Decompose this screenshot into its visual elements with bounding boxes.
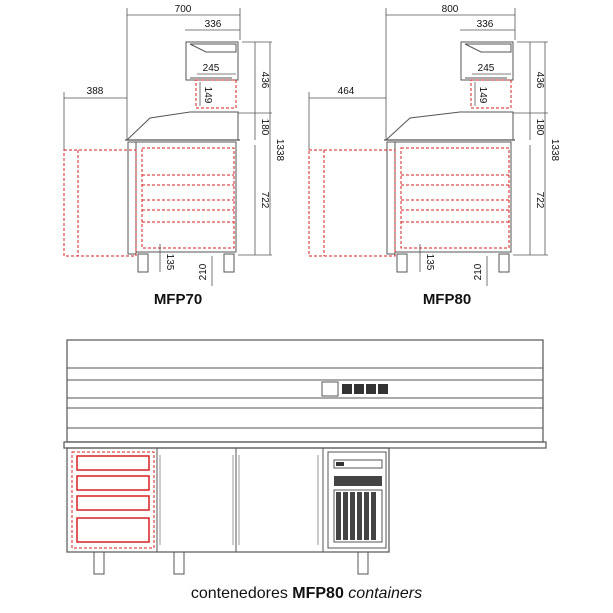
model-title-mfp80: MFP80 xyxy=(423,291,471,308)
display-frame xyxy=(66,339,544,443)
control-button xyxy=(342,384,352,394)
vent-top xyxy=(334,476,382,486)
dim-top-label: 336 xyxy=(477,19,494,30)
drawer-extended xyxy=(308,149,396,257)
glass-canopy xyxy=(464,43,512,53)
foot xyxy=(223,253,235,273)
cabinet-body xyxy=(135,141,237,253)
front-view xyxy=(63,339,547,575)
dim-total-label: 1338 xyxy=(274,139,285,162)
control-panel xyxy=(321,381,388,397)
container xyxy=(76,495,150,511)
foot xyxy=(498,253,510,273)
dim-drawer-label: 135 xyxy=(424,254,435,271)
foot xyxy=(93,551,105,575)
dim-top-label: 336 xyxy=(205,19,222,30)
control-button xyxy=(366,384,376,394)
dim-counter-label: 180 xyxy=(259,119,270,136)
caption-part1: contenedores xyxy=(190,585,293,602)
mfp70-side-view: 700 336 245 149 436 180 1338 722 388 xyxy=(63,4,285,308)
vent-slat xyxy=(336,492,341,540)
dim-pan-height-label: 149 xyxy=(202,87,213,104)
caption-part3: containers xyxy=(343,585,423,602)
machinery-unit xyxy=(327,451,387,549)
dim-pan-width-label: 245 xyxy=(203,63,220,74)
container xyxy=(76,517,150,543)
dim-total-label: 1338 xyxy=(549,139,560,162)
dim-body-label: 722 xyxy=(259,192,270,209)
vent-slat xyxy=(371,492,376,540)
dim-glass-height-label: 436 xyxy=(259,72,270,89)
gastronorm-pan xyxy=(470,79,512,109)
dim-pan-height-label: 149 xyxy=(477,87,488,104)
caption: contenedores MFP80 containers xyxy=(0,585,613,603)
model-title-mfp70: MFP70 xyxy=(154,291,202,308)
caption-model: MFP80 xyxy=(292,585,344,602)
cabinet-front xyxy=(66,447,390,553)
dim-counter-label: 180 xyxy=(534,119,545,136)
control-strip xyxy=(333,459,383,469)
drawer-internal xyxy=(141,147,235,249)
gastronorm-pan xyxy=(195,79,237,109)
dim-drawer-label: 135 xyxy=(164,254,175,271)
foot xyxy=(137,253,149,273)
foot xyxy=(396,253,408,273)
drawer-extended xyxy=(63,149,137,257)
vent-grille xyxy=(333,489,383,543)
glass-canopy xyxy=(189,43,237,53)
dim-body-label: 722 xyxy=(534,192,545,209)
dim-width-label: 700 xyxy=(175,4,192,15)
vent-slats xyxy=(336,492,376,540)
brand-badge xyxy=(336,462,344,466)
drawer-internal xyxy=(400,147,510,249)
mfp80-side-view: 800 336 245 149 436 180 1338 722 464 xyxy=(308,4,560,308)
vent-slat xyxy=(357,492,362,540)
door-profile xyxy=(127,141,137,255)
container xyxy=(76,455,150,471)
control-button xyxy=(378,384,388,394)
dim-feet-label: 210 xyxy=(198,263,209,280)
countertop xyxy=(385,111,514,141)
dim-glass-height-label: 436 xyxy=(534,72,545,89)
dim-width-label: 800 xyxy=(442,4,459,15)
dim-depth-label: 388 xyxy=(87,86,104,97)
door-profile xyxy=(386,141,396,255)
display-screen xyxy=(321,381,339,397)
vent-slat xyxy=(364,492,369,540)
dim-pan-width-label: 245 xyxy=(478,63,495,74)
foot xyxy=(173,551,185,575)
foot xyxy=(357,551,369,575)
glass-display xyxy=(460,41,514,81)
glass-display xyxy=(185,41,239,81)
vent-slat xyxy=(343,492,348,540)
control-button xyxy=(354,384,364,394)
dim-depth-label: 464 xyxy=(338,86,355,97)
drawer-group xyxy=(71,451,155,549)
worktop xyxy=(63,441,547,449)
dim-feet-label: 210 xyxy=(473,263,484,280)
cabinet-body xyxy=(394,141,512,253)
container xyxy=(76,475,150,491)
vent-slat xyxy=(350,492,355,540)
countertop xyxy=(126,111,239,141)
